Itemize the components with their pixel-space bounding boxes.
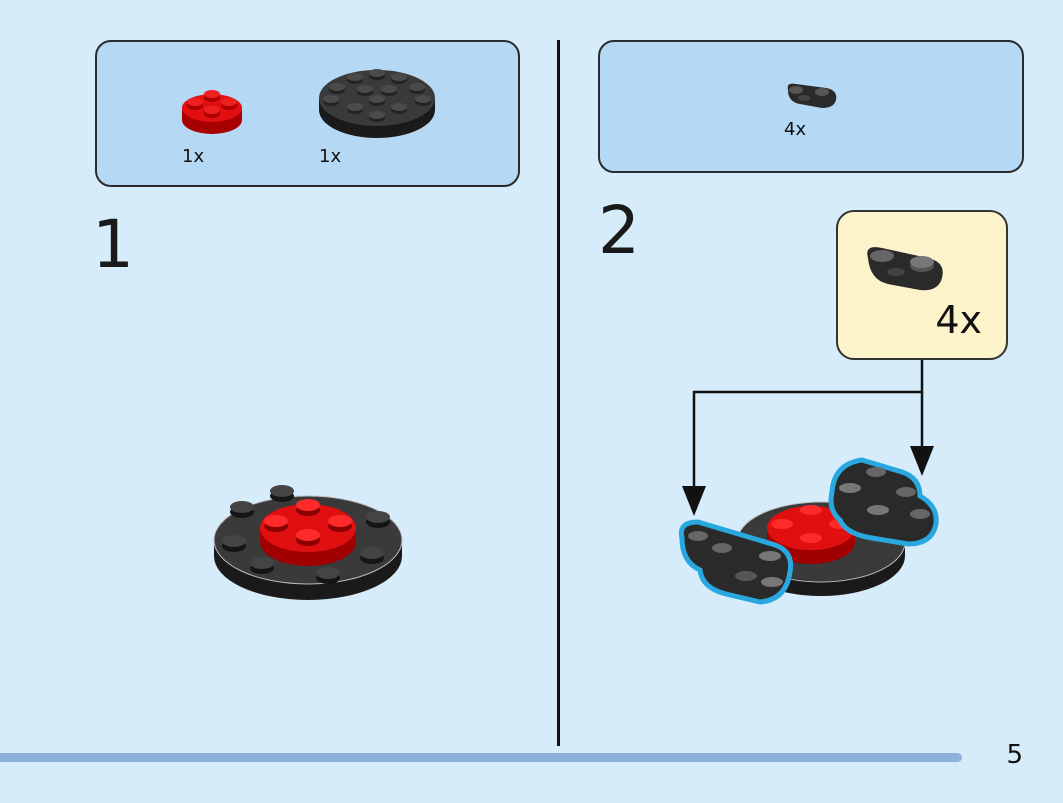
step1-parts-box: 1x 1x	[95, 40, 520, 187]
placement-arrows	[682, 360, 934, 516]
black-round-plate-icon	[319, 69, 435, 138]
red-round-plate-icon	[182, 90, 242, 134]
clip-plate-qty: 4x	[784, 119, 807, 140]
callout-qty: 4x	[935, 298, 982, 342]
subassembly-callout: 4x	[836, 210, 1008, 360]
step1-model-image	[213, 485, 403, 600]
page-number: 5	[1006, 740, 1023, 770]
step2-model-image	[678, 457, 939, 605]
step1-number: 1	[92, 206, 134, 283]
arrow-head-right	[910, 446, 934, 476]
step2-parts-box: 4x	[598, 40, 1024, 173]
progress-bar	[0, 753, 962, 762]
clip-plate-left-highlight	[678, 519, 794, 605]
arrow-head-left	[682, 486, 706, 516]
red-plate-qty: 1x	[182, 146, 205, 167]
black-plate-qty: 1x	[319, 146, 342, 167]
column-divider	[557, 40, 560, 746]
clip-plate-right-highlight	[828, 457, 939, 547]
step2-number: 2	[598, 192, 640, 269]
clip-plate-large-icon	[867, 247, 943, 291]
clip-plate-icon	[787, 83, 837, 108]
